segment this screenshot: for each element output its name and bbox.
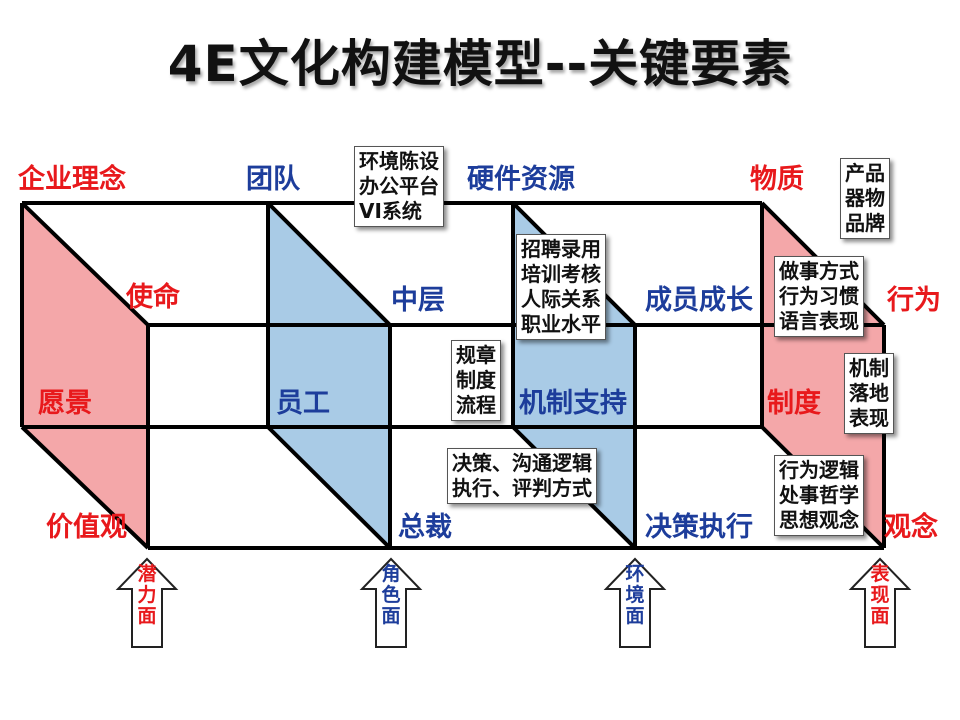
red-face-left bbox=[22, 203, 148, 548]
box-zhaopin: 招聘录用 培训考核 人际关系 职业水平 bbox=[516, 234, 606, 340]
arrow-char: 现 bbox=[870, 584, 890, 606]
box-line: 表现 bbox=[849, 406, 889, 430]
label-qiye-linian: 企业理念 bbox=[18, 164, 126, 195]
up-arrow-icon bbox=[115, 557, 179, 648]
box-line: 决策、沟通逻辑 bbox=[452, 451, 592, 475]
box-line: 做事方式 bbox=[779, 259, 859, 283]
label-tuandui: 团队 bbox=[246, 164, 300, 195]
label-guannian: 观念 bbox=[884, 512, 938, 543]
arrow-char: 面 bbox=[381, 605, 401, 627]
arrow-char: 环 bbox=[625, 563, 645, 585]
label-jizhi-zhichi: 机制支持 bbox=[519, 388, 627, 419]
box-line: 器物 bbox=[845, 186, 885, 210]
box-jizhi-luodi: 机制 落地 表现 bbox=[844, 353, 894, 434]
up-arrow-icon bbox=[603, 557, 667, 648]
arrow-char: 色 bbox=[381, 584, 401, 606]
label-wuzhi: 物质 bbox=[750, 164, 804, 195]
box-line: 职业水平 bbox=[521, 312, 601, 336]
arrow-char: 表 bbox=[870, 563, 890, 585]
up-arrow-icon bbox=[848, 557, 912, 648]
label-yingjian-ziyuan: 硬件资源 bbox=[467, 164, 575, 195]
box-line: 处事哲学 bbox=[779, 483, 859, 507]
arrow-char: 角 bbox=[381, 563, 401, 585]
box-huanjing-chenshe: 环境陈设 办公平台 VI系统 bbox=[354, 146, 444, 227]
box-line: 产品 bbox=[845, 161, 885, 185]
box-line: 品牌 bbox=[845, 211, 885, 235]
box-xingwei-luoji: 行为逻辑 处事哲学 思想观念 bbox=[774, 455, 864, 536]
arrow-char: 境 bbox=[625, 584, 645, 606]
arrow-char: 面 bbox=[137, 605, 157, 627]
arrow-text: 潜 力 面 bbox=[137, 564, 157, 627]
up-arrow-icon bbox=[359, 557, 423, 648]
arrow-char: 面 bbox=[625, 605, 645, 627]
label-shiming: 使命 bbox=[126, 282, 180, 313]
label-juece-zhixing: 决策执行 bbox=[645, 512, 753, 543]
box-line: 行为习惯 bbox=[779, 284, 859, 308]
box-line: 语言表现 bbox=[779, 309, 859, 333]
arrow-biaoxianmian: 表 现 面 bbox=[848, 556, 912, 650]
box-line: 机制 bbox=[849, 356, 889, 380]
arrow-text: 角 色 面 bbox=[381, 564, 401, 627]
box-line: 办公平台 bbox=[359, 174, 439, 198]
box-line: 执行、评判方式 bbox=[452, 476, 592, 500]
arrow-char: 潜 bbox=[137, 563, 157, 585]
label-jiazhiguan: 价值观 bbox=[46, 512, 127, 543]
label-zhongceng: 中层 bbox=[391, 285, 445, 316]
label-zongcai: 总裁 bbox=[398, 512, 452, 543]
label-xingwei: 行为 bbox=[887, 285, 941, 316]
arrow-qianlimian: 潜 力 面 bbox=[115, 556, 179, 650]
box-chanpin: 产品 器物 品牌 bbox=[840, 158, 890, 239]
box-line: 思想观念 bbox=[779, 508, 859, 532]
arrow-huanjingmian: 环 境 面 bbox=[603, 556, 667, 650]
box-line: 培训考核 bbox=[521, 262, 601, 286]
box-juece-goutong: 决策、沟通逻辑 执行、评判方式 bbox=[447, 448, 597, 504]
box-line: 制度 bbox=[456, 368, 496, 392]
box-line: 落地 bbox=[849, 381, 889, 405]
box-line: 人际关系 bbox=[521, 287, 601, 311]
label-zhidu: 制度 bbox=[767, 388, 821, 419]
box-line: 流程 bbox=[456, 393, 496, 417]
label-yuangong: 员工 bbox=[276, 388, 330, 419]
slide-title: 4E文化构建模型--关键要素 bbox=[167, 35, 793, 93]
box-zuoshi-fangshi: 做事方式 行为习惯 语言表现 bbox=[774, 256, 864, 337]
arrow-char: 面 bbox=[870, 605, 890, 627]
arrow-text: 表 现 面 bbox=[870, 564, 890, 627]
label-chengyuan-chengzhang: 成员成长 bbox=[645, 285, 753, 316]
box-line: 行为逻辑 bbox=[779, 458, 859, 482]
box-line: 环境陈设 bbox=[359, 149, 439, 173]
arrow-text: 环 境 面 bbox=[625, 564, 645, 627]
box-line: 招聘录用 bbox=[521, 237, 601, 261]
arrow-char: 力 bbox=[137, 584, 157, 606]
box-line: 规章 bbox=[456, 343, 496, 367]
box-line: VI系统 bbox=[359, 199, 422, 223]
arrow-juesemian: 角 色 面 bbox=[359, 556, 423, 650]
box-guizhang: 规章 制度 流程 bbox=[451, 340, 501, 421]
label-yuanjing: 愿景 bbox=[38, 388, 92, 419]
blue-face-tuandui bbox=[268, 203, 390, 548]
